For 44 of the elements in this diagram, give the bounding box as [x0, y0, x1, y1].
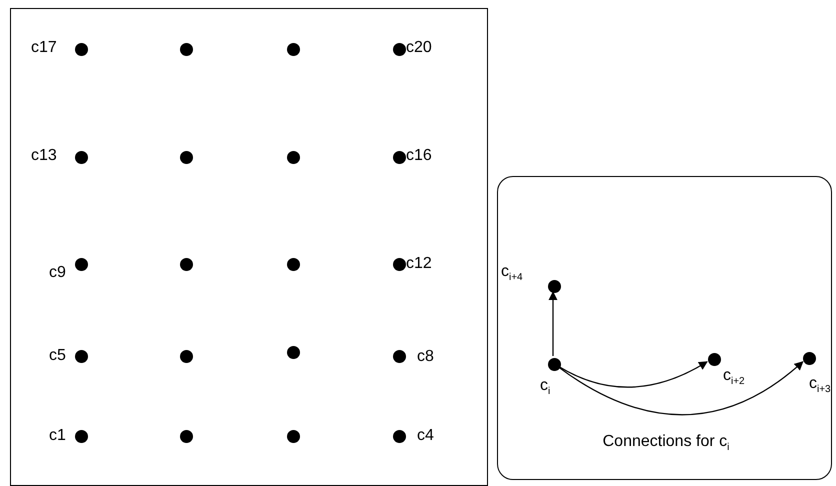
dot [708, 352, 720, 366]
dot [74, 42, 88, 56]
dot [286, 42, 300, 56]
arrow [548, 291, 558, 356]
dot [392, 150, 406, 164]
node-label: c$_{i+2}$ [723, 367, 745, 390]
dot [180, 150, 192, 164]
dot [180, 350, 192, 362]
panel-title: Connections for c$_{i}$ [602, 433, 730, 454]
dot [392, 258, 406, 270]
frame-box [10, 8, 488, 486]
dot [74, 150, 88, 164]
node-label: c5 [49, 347, 66, 365]
dot [286, 346, 300, 358]
panel-box [497, 176, 832, 480]
dot [392, 430, 406, 442]
node-label: c20 [406, 39, 432, 57]
dot [548, 280, 560, 292]
node-label: c16 [406, 147, 432, 165]
dot [74, 430, 88, 442]
dot [180, 430, 192, 442]
node-label: c$_{i}$ [540, 377, 550, 400]
dot [74, 350, 88, 362]
node-label: c$_{i+3}$ [809, 375, 831, 398]
dot [392, 42, 406, 56]
arrow [558, 361, 708, 388]
node-label: c13 [31, 147, 57, 165]
dot [286, 150, 300, 164]
dot [548, 358, 560, 370]
node-label: c8 [417, 348, 434, 366]
dot [74, 258, 88, 270]
node-label: c1 [49, 427, 66, 445]
node-label: c$_{i+4}$ [501, 263, 523, 286]
arrow [558, 361, 804, 416]
node-label: c12 [406, 255, 432, 273]
dot [802, 352, 816, 364]
dot [286, 430, 300, 442]
node-label: c17 [31, 39, 57, 57]
dot [180, 42, 192, 56]
node-label: c9 [49, 264, 66, 282]
dot [392, 350, 406, 362]
dot [286, 258, 300, 270]
node-label: c4 [417, 427, 434, 445]
dot [180, 258, 192, 270]
